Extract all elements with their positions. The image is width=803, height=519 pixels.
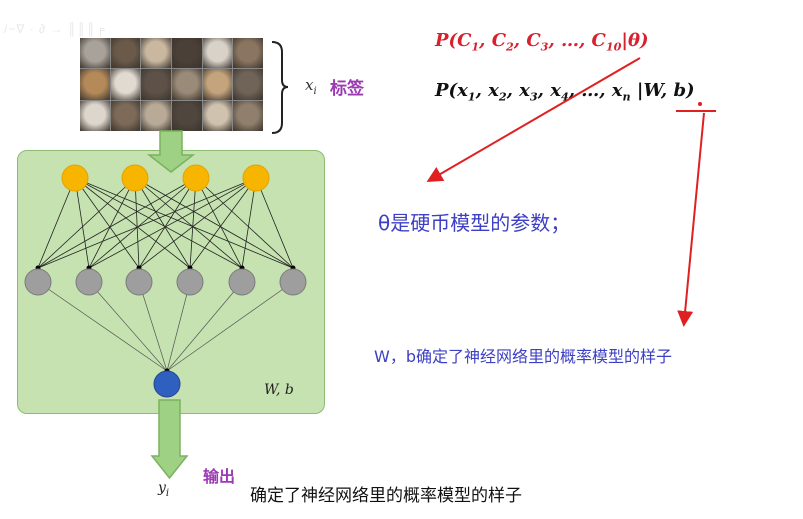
cat-photo bbox=[80, 38, 110, 69]
input-node bbox=[182, 164, 210, 192]
cat-photo bbox=[171, 38, 202, 69]
edge-hidden-output bbox=[166, 281, 294, 372]
network-params-label: W, b bbox=[264, 382, 294, 398]
edge-input-hidden bbox=[74, 177, 191, 269]
edge-input-hidden bbox=[134, 177, 294, 269]
theta-annotation: θ是硬币模型的参数； bbox=[378, 211, 571, 235]
edge-input-hidden bbox=[74, 177, 90, 269]
edge-input-hidden bbox=[241, 177, 257, 269]
arrow-to-wb-note bbox=[677, 112, 705, 327]
cat-photo bbox=[233, 100, 263, 131]
edge-input-hidden bbox=[88, 177, 136, 269]
input-bracket bbox=[271, 41, 289, 134]
edge-input-hidden bbox=[74, 177, 243, 269]
wb-annotation: W，b确定了神经网络里的概率模型的样子 bbox=[374, 347, 672, 366]
edge-hidden-output bbox=[138, 281, 168, 372]
edge-input-hidden bbox=[88, 177, 197, 269]
cat-photo bbox=[141, 69, 171, 100]
edge-input-hidden bbox=[37, 177, 76, 269]
input-symbol: xi bbox=[305, 76, 317, 97]
edge-input-hidden bbox=[134, 177, 140, 269]
network-likelihood-formula: P(x1, x2, x3, x4, …, xn |W, b) bbox=[435, 80, 695, 104]
cat-photo bbox=[202, 69, 233, 100]
cat-photo bbox=[141, 100, 171, 131]
cat-image-grid bbox=[80, 38, 263, 131]
cat-photo bbox=[110, 69, 141, 100]
output-text: 输出 bbox=[203, 467, 236, 486]
input-node bbox=[61, 164, 89, 192]
hidden-node bbox=[228, 268, 256, 296]
input-node bbox=[121, 164, 149, 192]
hidden-node bbox=[75, 268, 103, 296]
edge-input-hidden bbox=[138, 177, 197, 269]
label-text: 标签 bbox=[330, 79, 364, 99]
arrow-to-theta-note bbox=[426, 57, 641, 183]
edge-input-hidden bbox=[37, 177, 197, 269]
edge-input-hidden bbox=[138, 177, 257, 269]
edge-hidden-output bbox=[166, 281, 243, 372]
cat-photo bbox=[80, 100, 110, 131]
pointer-dot bbox=[698, 102, 702, 106]
edge-hidden-output bbox=[166, 281, 191, 372]
edge-input-hidden bbox=[195, 177, 294, 269]
cat-photo bbox=[110, 38, 141, 69]
edge-input-hidden bbox=[255, 177, 294, 269]
edge-hidden-output bbox=[88, 281, 168, 372]
hidden-node bbox=[279, 268, 307, 296]
video-subtitle: 确定了神经网络里的概率模型的样子 bbox=[250, 486, 522, 506]
output-arrow bbox=[150, 399, 189, 480]
edge-hidden-output bbox=[37, 281, 168, 372]
edge-input-hidden bbox=[37, 177, 257, 269]
hidden-node bbox=[176, 268, 204, 296]
cat-photo bbox=[202, 100, 233, 131]
cat-photo bbox=[141, 38, 171, 69]
edge-input-hidden bbox=[134, 177, 191, 269]
edge-input-hidden bbox=[74, 177, 140, 269]
edge-input-hidden bbox=[134, 177, 243, 269]
watermark: /−∇ · ∂ → ║║║╒ bbox=[4, 22, 106, 36]
input-arrow bbox=[146, 130, 196, 173]
cat-photo bbox=[171, 100, 202, 131]
edge-input-hidden bbox=[37, 177, 136, 269]
hidden-node bbox=[125, 268, 153, 296]
cat-photo bbox=[202, 38, 233, 69]
edge-input-hidden bbox=[189, 177, 257, 269]
edge-input-hidden bbox=[195, 177, 243, 269]
hidden-node bbox=[24, 268, 52, 296]
cat-photo bbox=[110, 100, 141, 131]
output-symbol: yi bbox=[158, 480, 170, 499]
cat-photo bbox=[233, 38, 263, 69]
coin-likelihood-formula: P(C1, C2, C3, …, C10|θ) bbox=[435, 30, 649, 54]
edge-input-hidden bbox=[88, 177, 257, 269]
edge-input-hidden bbox=[74, 177, 294, 269]
input-node bbox=[242, 164, 270, 192]
output-node bbox=[153, 370, 181, 398]
cat-photo bbox=[80, 69, 110, 100]
cat-photo bbox=[171, 69, 202, 100]
cat-photo bbox=[233, 69, 263, 100]
edge-input-hidden bbox=[189, 177, 197, 269]
